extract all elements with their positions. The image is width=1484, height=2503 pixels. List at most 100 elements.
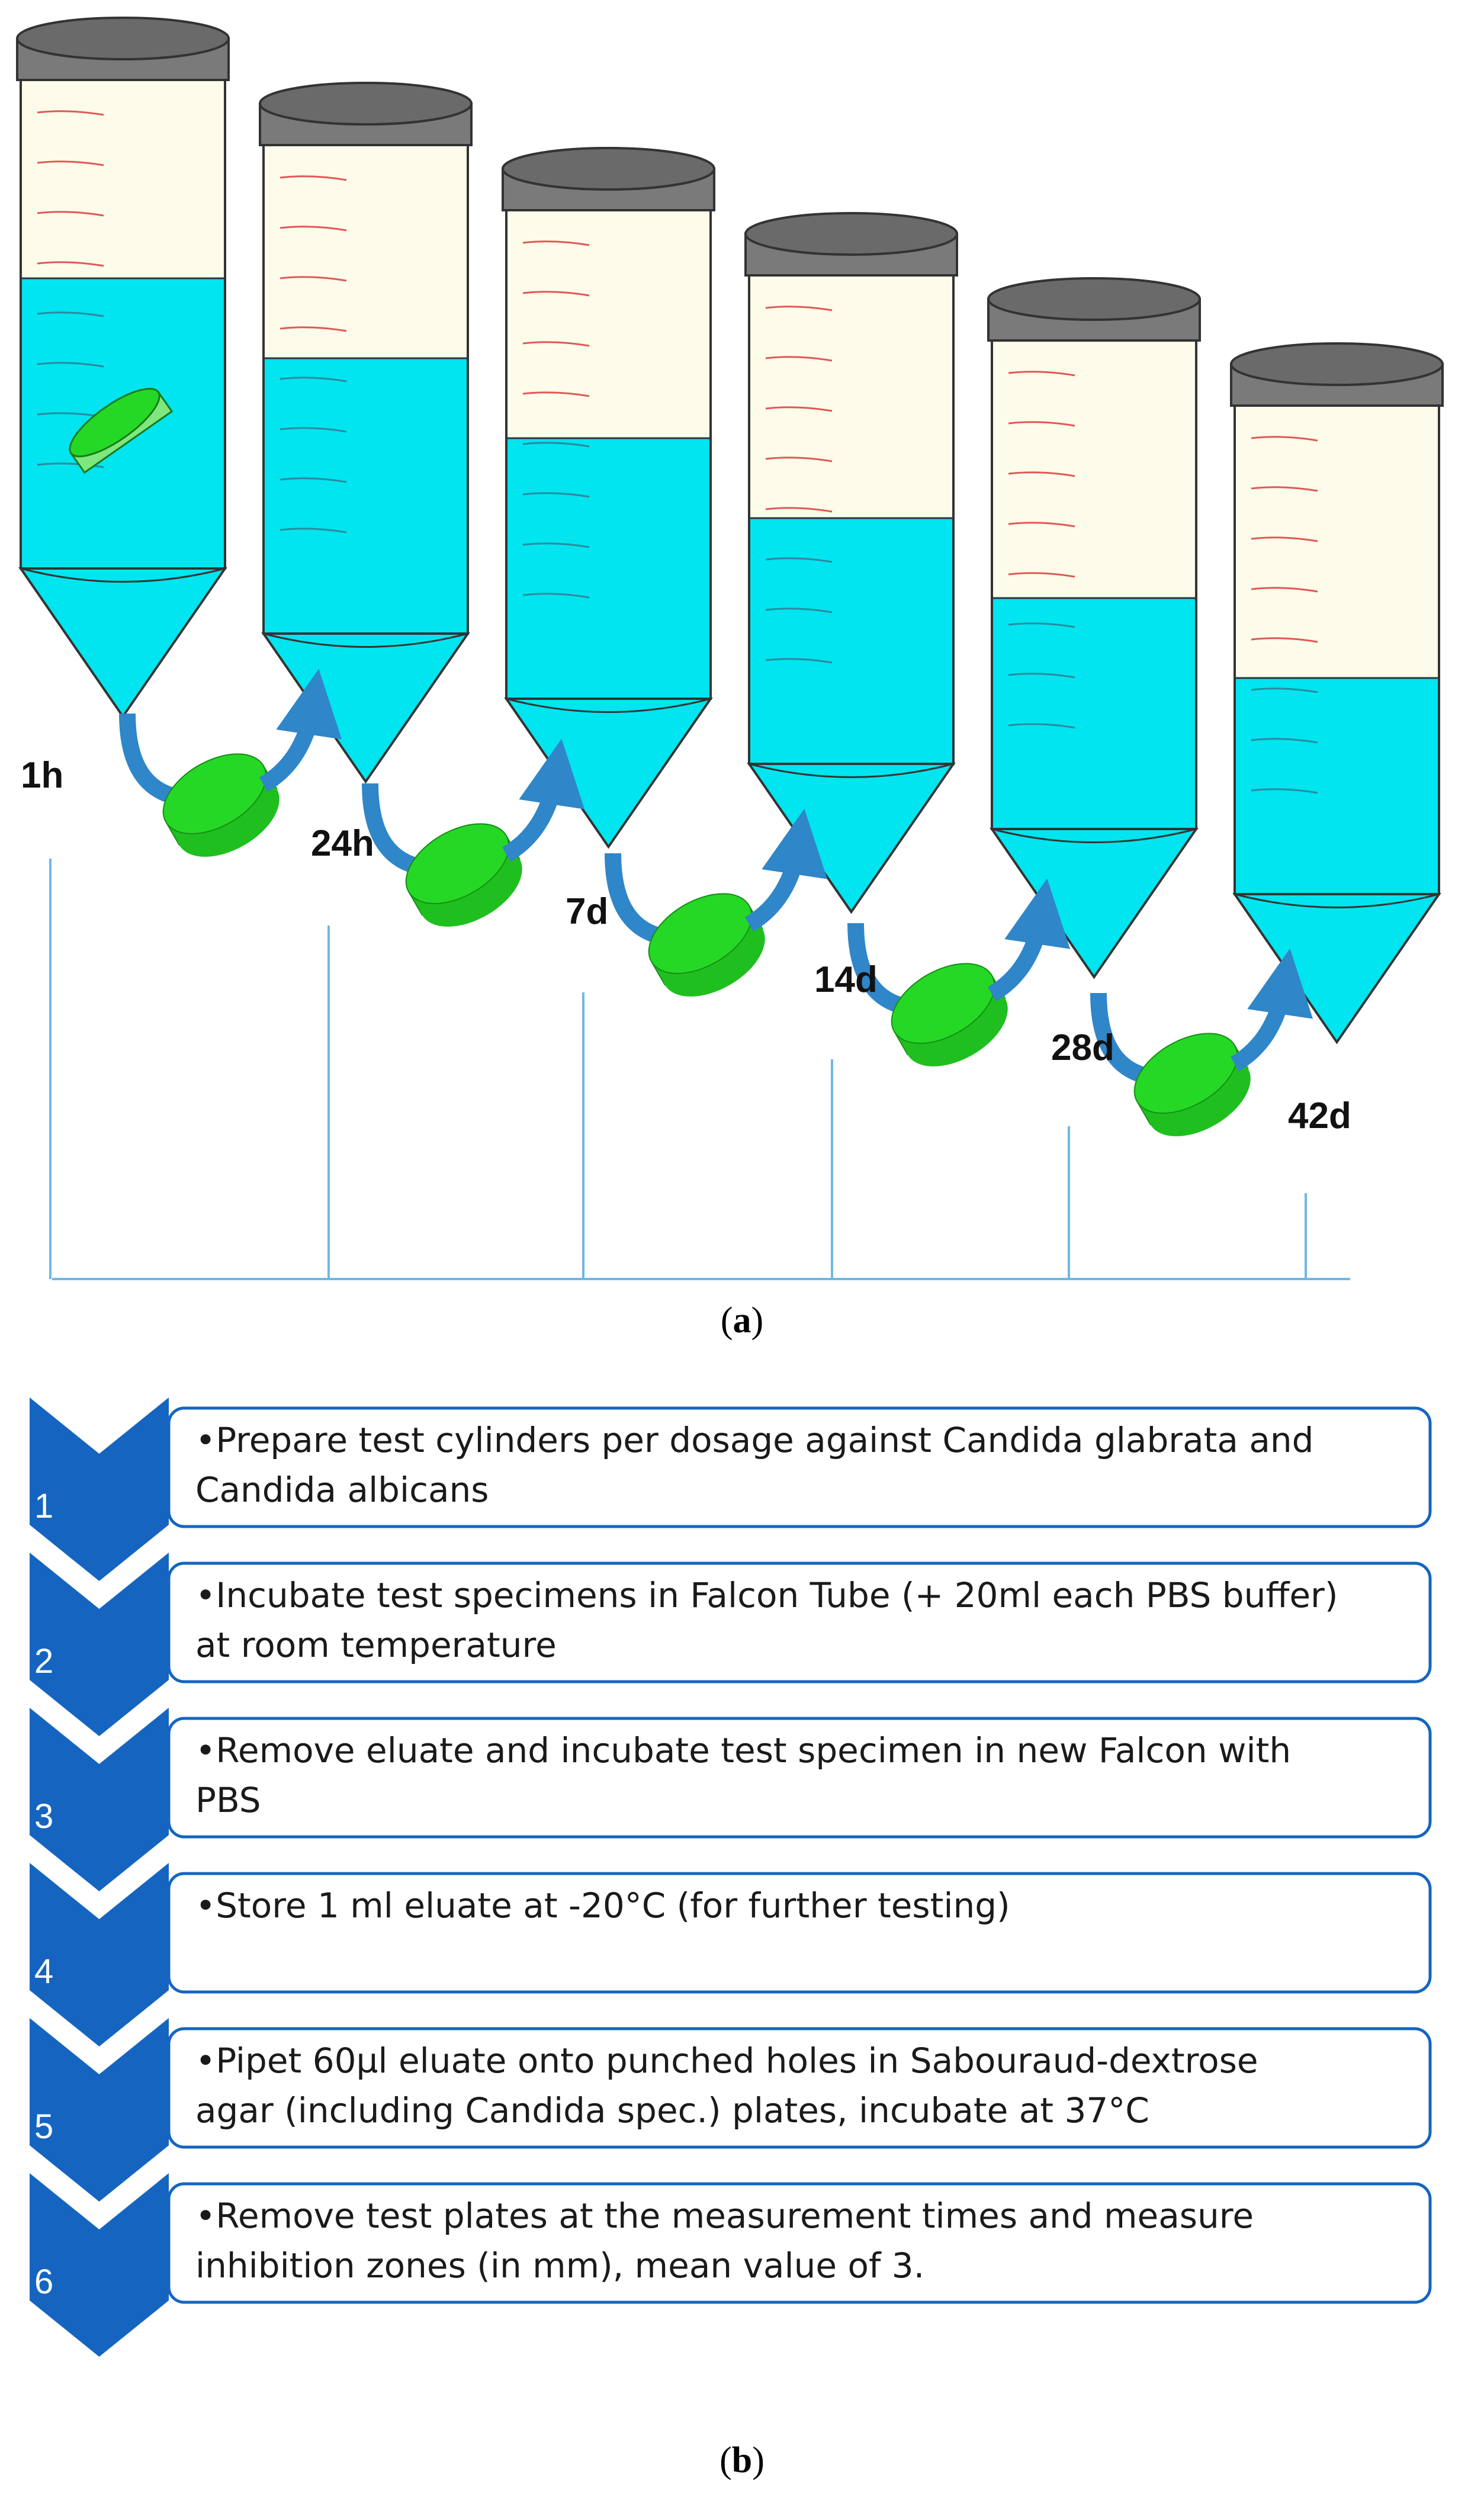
step-number: 6: [34, 2263, 54, 2301]
curved-arrow-icon: [1230, 948, 1313, 1072]
curved-arrow-icon: [987, 878, 1071, 1002]
curved-arrow-icon: [259, 669, 342, 792]
graduation-mark: [1008, 673, 1075, 679]
protocol-step-2: [30, 1553, 1432, 1736]
step-chevron: [30, 1397, 169, 1581]
graduation-mark: [765, 306, 833, 311]
graduation-mark: [1251, 536, 1318, 542]
graduation-mark: [280, 326, 347, 332]
protocol-step-3: [30, 1708, 1432, 1891]
specimen-disc-icon: [162, 753, 280, 857]
falcon-tube-24h: [259, 82, 473, 784]
graduation-mark: [280, 377, 347, 383]
step-number: 5: [34, 2107, 54, 2146]
time-label-42d: 42d: [1288, 1095, 1351, 1136]
panel-a-caption: (a): [720, 1300, 764, 1341]
graduation-mark: [765, 658, 833, 664]
tube-liquid: [507, 438, 709, 699]
protocol-chevrons-and-boxes: [30, 1397, 1432, 2357]
specimen-disc-icon: [891, 963, 1008, 1066]
graduation-mark: [1008, 421, 1075, 427]
graduation-mark: [37, 362, 104, 368]
step-chevron: [30, 2018, 169, 2202]
graduation-mark: [37, 211, 104, 217]
step-text: •Pipet 60µl eluate onto punched holes in…: [195, 2041, 1258, 2131]
tube-cone: [18, 567, 227, 719]
graduation-mark: [522, 341, 590, 347]
specimen-disc-icon: [648, 893, 765, 997]
step-chevron: [30, 2173, 169, 2357]
graduation-mark: [1251, 687, 1318, 693]
graduation-mark: [522, 240, 590, 246]
step-box: [167, 1717, 1432, 1839]
curved-arrow-icon: [605, 853, 663, 944]
curved-arrow-icon: [1090, 992, 1148, 1084]
curved-arrow-icon: [362, 783, 420, 875]
step-number: 1: [34, 1487, 54, 1525]
protocol-steps: 1 •Prepare test cylinders per dosage agai…: [0, 1397, 1484, 2380]
protocol-step-1: [30, 1397, 1432, 1581]
graduation-mark: [522, 442, 590, 448]
protocol-step-6: [30, 2173, 1432, 2357]
graduation-mark: [1008, 572, 1075, 578]
graduation-mark: [765, 457, 833, 462]
tube-cap: [259, 82, 473, 146]
graduation-mark: [280, 276, 347, 282]
step-text: •Remove eluate and incubate test specime…: [195, 1730, 1292, 1820]
tube-liquid: [1236, 678, 1438, 894]
graduation-mark: [765, 608, 833, 613]
graduation-mark: [765, 356, 833, 362]
panel-b-letter: b: [731, 2440, 753, 2480]
graduation-mark: [1251, 788, 1318, 794]
specimen-transfer-1: [119, 669, 342, 857]
graduation-mark: [522, 593, 590, 599]
tube-cap: [16, 17, 230, 81]
panel-b-caption: (b): [719, 2440, 765, 2480]
graduation-mark: [1008, 522, 1075, 528]
graduation-mark: [37, 110, 104, 116]
graduation-mark: [522, 291, 590, 297]
time-label-7d: 7d: [566, 891, 608, 932]
graduation-mark: [280, 226, 347, 232]
step-chevron: [30, 1863, 169, 2046]
step-box: [167, 1561, 1432, 1683]
graduation-mark: [1251, 587, 1318, 593]
specimen-transfer-3: [605, 808, 828, 997]
step-text: •Incubate test specimens in Falcon Tube …: [195, 1575, 1338, 1665]
step-number: 4: [34, 1952, 54, 1991]
curved-arrow-icon: [744, 808, 828, 932]
graduation-mark: [765, 507, 833, 513]
graduation-mark: [1251, 637, 1318, 643]
graduation-mark: [522, 542, 590, 548]
step-chevron: [30, 1553, 169, 1736]
graduation-mark: [280, 477, 347, 483]
graduation-mark: [1251, 436, 1318, 442]
panel-a-letter: a: [733, 1300, 751, 1341]
protocol-step-5: [30, 2018, 1432, 2202]
specimen-transfer-4: [847, 878, 1071, 1066]
time-label-14d: 14d: [814, 959, 878, 1000]
curved-arrow-icon: [502, 738, 585, 862]
graduation-mark: [37, 311, 104, 317]
curved-arrow-icon: [847, 923, 905, 1014]
graduation-mark: [522, 391, 590, 397]
specimen-disc-icon: [405, 823, 522, 927]
tube-cap: [502, 147, 715, 211]
graduation-mark: [1008, 471, 1075, 477]
graduation-mark: [37, 261, 104, 267]
tube-cap: [1230, 342, 1444, 407]
tube-cap: [987, 277, 1201, 342]
curved-arrow-icon: [119, 713, 177, 805]
tube-liquid: [993, 598, 1195, 829]
step-box: [167, 2182, 1432, 2304]
step-text: •Remove test plates at the measurement t…: [195, 2196, 1254, 2286]
step-text: •Store 1 ml eluate at -20°C (for further…: [195, 1885, 1010, 1926]
tube-liquid: [750, 518, 952, 764]
step-number: 2: [34, 1642, 54, 1681]
graduation-mark: [1251, 738, 1318, 744]
specimen-in-tube: [69, 387, 174, 474]
step-text: •Prepare test cylinders per dosage again…: [195, 1420, 1314, 1510]
graduation-mark: [765, 406, 833, 412]
protocol-step-4: [30, 1863, 1432, 2046]
specimen-transfer-2: [362, 738, 585, 927]
